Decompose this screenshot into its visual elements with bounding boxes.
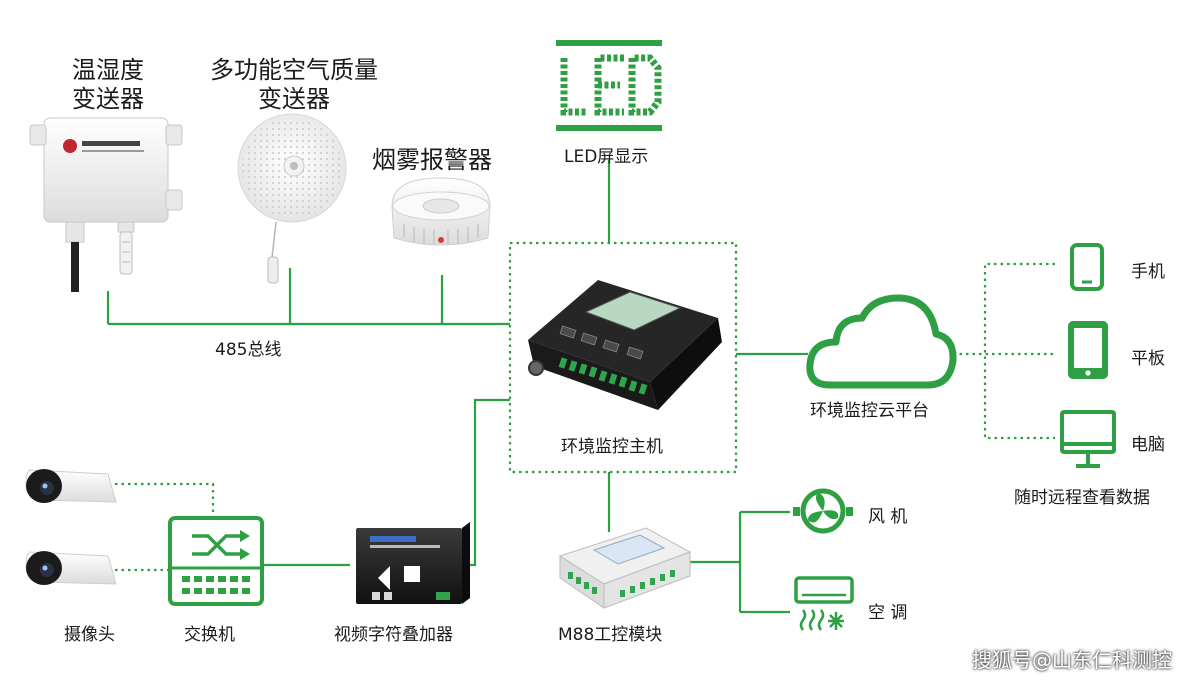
rs485-bus-label: 485总线 xyxy=(215,340,282,360)
watermark: 搜狐号@山东仁科测控 xyxy=(972,648,1172,672)
monitor-icon xyxy=(1060,410,1116,468)
smoke-detector-icon xyxy=(391,177,491,246)
cloud-platform-label: 环境监控云平台 xyxy=(810,401,929,421)
device-bracket-line xyxy=(983,262,1055,440)
tablet-icon xyxy=(1068,321,1108,379)
ac-label: 空 调 xyxy=(868,603,908,623)
air-quality-label: 多功能空气质量 变送器 xyxy=(210,56,378,113)
camera-icon xyxy=(25,551,117,585)
fan-label: 风 机 xyxy=(868,507,908,527)
host-dotted-frame xyxy=(508,241,738,474)
remote-view-label: 随时远程查看数据 xyxy=(1014,488,1150,508)
camera-label: 摄像头 xyxy=(64,625,115,645)
host-controller-icon xyxy=(528,280,722,410)
led-display-icon xyxy=(556,40,662,131)
video-link-line xyxy=(465,398,510,567)
video-overlay-icon xyxy=(356,522,470,604)
m88-module-label: M88工控模块 xyxy=(558,625,663,645)
air-quality-sensor-icon xyxy=(237,113,347,284)
dotted-lines xyxy=(115,241,1055,572)
temp-humidity-sensor-icon xyxy=(29,117,183,292)
led-display-label: LED屏显示 xyxy=(564,147,649,167)
video-overlay-label: 视频字符叠加器 xyxy=(334,625,453,645)
pc-label: 电脑 xyxy=(1131,435,1165,455)
io-module-icon xyxy=(558,527,692,609)
tablet-label: 平板 xyxy=(1131,349,1165,369)
smoke-detector-label: 烟雾报警器 xyxy=(372,146,492,174)
phone-icon xyxy=(1070,243,1104,291)
temp-humidity-label: 温湿度 变送器 xyxy=(72,56,144,113)
host-label: 环境监控主机 xyxy=(561,437,663,457)
network-switch-icon xyxy=(168,516,264,606)
switch-label: 交换机 xyxy=(184,625,235,645)
camera1-line xyxy=(115,482,215,518)
bus-lines xyxy=(106,160,808,614)
cloud-icon xyxy=(806,294,957,389)
fan-icon xyxy=(793,488,853,534)
phone-label: 手机 xyxy=(1131,262,1165,282)
camera-icon xyxy=(25,469,117,503)
air-conditioner-icon xyxy=(794,576,854,631)
